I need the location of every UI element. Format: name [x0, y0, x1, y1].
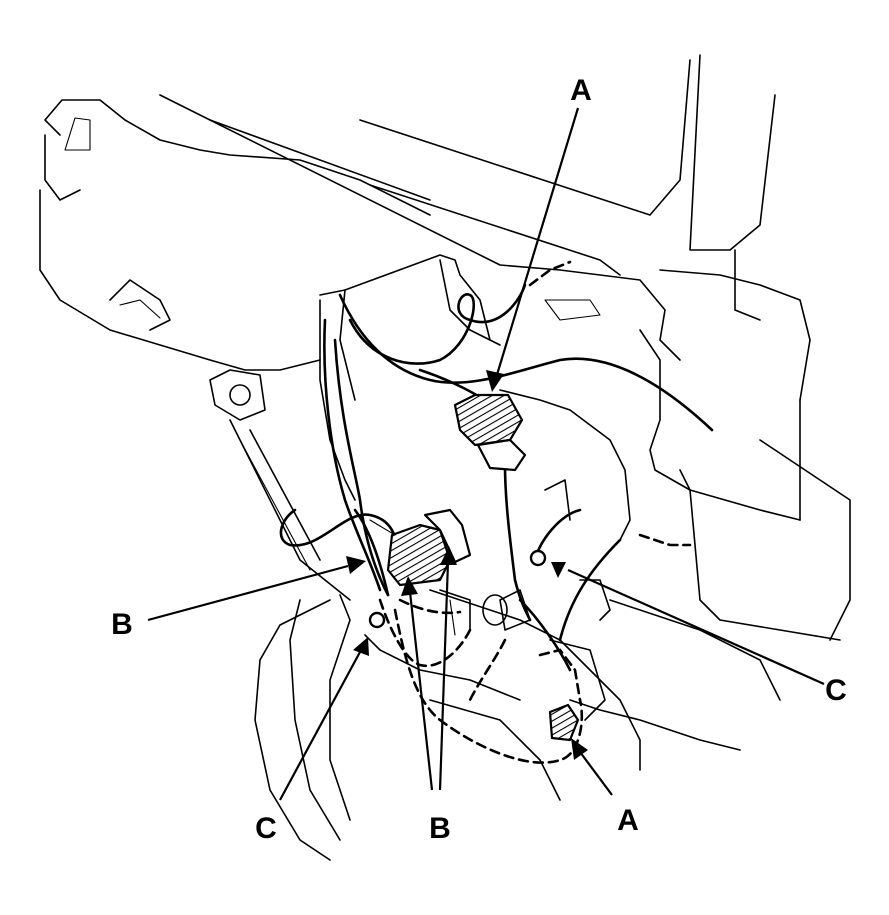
- ground-point-c-right: [529, 549, 547, 567]
- connector-a-upper: [453, 393, 527, 472]
- leader-c-right: [551, 562, 825, 686]
- leader-b-bottom-2: [438, 546, 457, 791]
- callout-a-bottom: A: [617, 804, 639, 837]
- leader-a-top: [486, 107, 580, 392]
- leader-b-left: [147, 556, 366, 622]
- ground-point-c-left: [368, 611, 386, 629]
- callout-c-left: C: [255, 812, 277, 845]
- callout-a-top: A: [570, 74, 592, 107]
- callout-b-left: B: [111, 608, 133, 641]
- connector-b: [369, 508, 472, 587]
- wire-harness: [279, 260, 714, 764]
- callout-c-right: C: [825, 674, 847, 707]
- leader-a-bottom: [571, 738, 613, 796]
- connector-a-lower: [548, 703, 580, 742]
- vehicle-body: [39, 54, 851, 861]
- leader-c-left: [279, 637, 369, 801]
- leader-b-bottom-1: [401, 576, 434, 791]
- callout-b-bottom: B: [429, 812, 451, 845]
